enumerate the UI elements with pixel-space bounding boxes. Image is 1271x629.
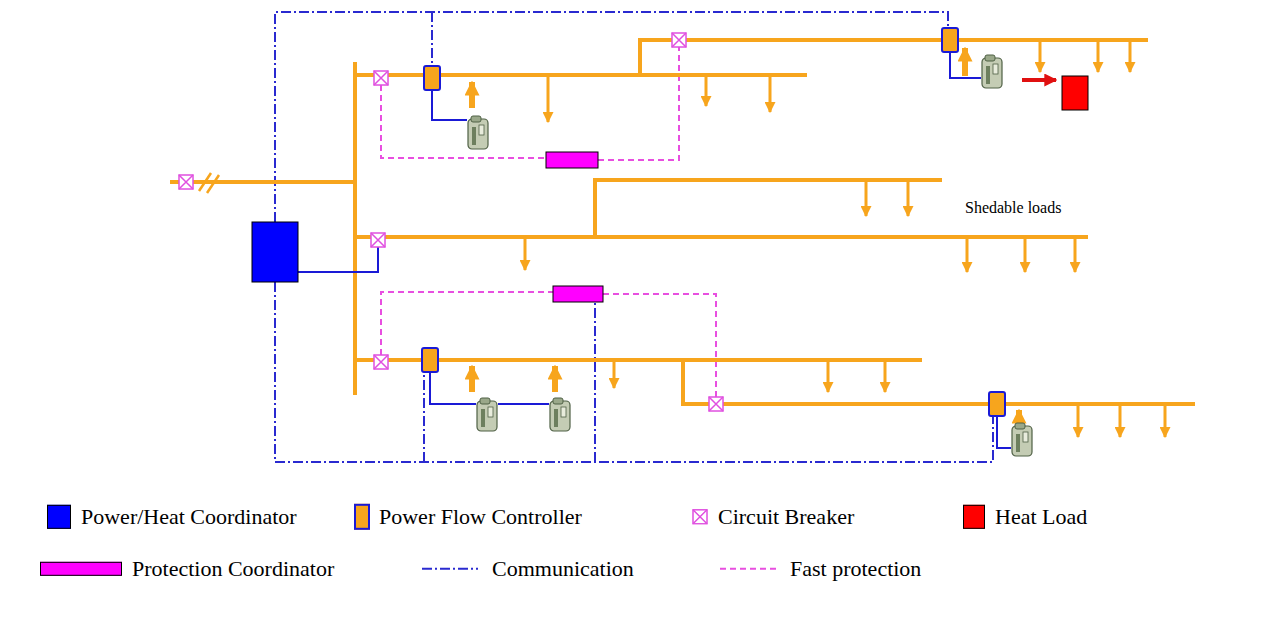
- generator-icon: [1012, 423, 1032, 456]
- heat-arrow: [1022, 78, 1056, 82]
- communication-line: [431, 12, 433, 66]
- breaker-symbol: [693, 510, 707, 524]
- feeder-line: [355, 73, 807, 77]
- fast-protection-line: [381, 292, 553, 355]
- load-arrow: [1129, 40, 1132, 72]
- legend-label: Fast protection: [790, 556, 921, 582]
- load-arrow: [907, 180, 910, 216]
- legend-item: Heat Load: [963, 504, 1087, 530]
- legend-label: Circuit Breaker: [718, 504, 854, 530]
- legend-item: Power/Heat Coordinator: [47, 504, 297, 530]
- circuit-breaker: [672, 33, 686, 47]
- main-bus: [353, 62, 357, 395]
- legend-swatch: [47, 505, 71, 529]
- legend-label: Power/Heat Coordinator: [81, 504, 297, 530]
- load-arrow: [884, 360, 887, 392]
- load-arrow: [705, 75, 708, 106]
- feeder-line: [683, 360, 1195, 404]
- legend-sample: [692, 509, 708, 525]
- legend-sample: [422, 564, 478, 574]
- circuit-breaker: [709, 397, 723, 411]
- legend-label: Communication: [492, 556, 634, 582]
- communication-line: [594, 302, 596, 462]
- feeder-line: [595, 180, 942, 237]
- communication-sample: [422, 568, 478, 570]
- load-arrow: [613, 360, 616, 388]
- load-arrow: [769, 75, 772, 112]
- load-arrow: [1039, 40, 1042, 72]
- control-wire: [298, 247, 378, 272]
- fast-protection-sample: [720, 568, 776, 570]
- circuit-breaker: [374, 355, 388, 369]
- legend-swatch: [963, 505, 985, 529]
- power-flow-controller: [424, 66, 440, 90]
- load-arrow: [827, 360, 830, 392]
- generator-icon: [468, 116, 488, 149]
- legend-label: Heat Load: [995, 504, 1087, 530]
- protection-coordinator: [546, 152, 598, 168]
- fast-protection-line: [381, 85, 546, 158]
- legend-item: Fast protection: [720, 556, 921, 582]
- load-arrow: [1097, 40, 1100, 72]
- legend-sample: [720, 564, 776, 574]
- protection-coordinator: [553, 286, 603, 302]
- legend-item: Circuit Breaker: [692, 504, 854, 530]
- power-flow-controller: [942, 28, 958, 52]
- legend-label: Power Flow Controller: [379, 504, 582, 530]
- generator-icon: [477, 398, 497, 431]
- feeder-line: [355, 235, 1088, 239]
- circuit-breaker: [179, 175, 193, 189]
- generation-arrow: [469, 82, 475, 108]
- power-flow-controller: [989, 392, 1005, 416]
- control-wire: [997, 416, 1011, 448]
- feeder-line: [640, 40, 1148, 75]
- load-arrow: [1077, 404, 1080, 437]
- control-wire: [430, 372, 476, 404]
- load-arrow: [1024, 237, 1027, 272]
- utility-symbol: [207, 175, 219, 193]
- annotation-label: Shedable loads: [965, 198, 1061, 217]
- control-wire: [498, 403, 549, 405]
- communication-line: [423, 372, 425, 462]
- fast-protection-line: [603, 294, 716, 397]
- legend-swatch: [40, 562, 122, 576]
- legend-label: Protection Coordinator: [132, 556, 334, 582]
- load-arrow: [1074, 237, 1077, 272]
- communication-line: [275, 12, 948, 222]
- load-arrow: [1164, 404, 1167, 437]
- generation-arrow: [962, 48, 968, 76]
- legend-item: Protection Coordinator: [40, 556, 334, 582]
- legend-item: Communication: [422, 556, 634, 582]
- circuit-breaker: [371, 233, 385, 247]
- legend-swatch: [354, 504, 370, 530]
- generation-arrow: [469, 366, 475, 392]
- power-flow-controller: [422, 348, 438, 372]
- legend-item: Power Flow Controller: [354, 504, 582, 530]
- generator-icon: [550, 398, 570, 431]
- generator-icon: [982, 55, 1002, 88]
- load-arrow: [1119, 404, 1122, 437]
- coordinator-box: [252, 222, 298, 282]
- feeder-line: [355, 358, 922, 362]
- breaker-symbol: [693, 510, 707, 524]
- communication-line: [275, 282, 993, 462]
- control-wire: [950, 52, 981, 78]
- generation-arrow: [552, 366, 558, 392]
- heat-load-box: [1062, 76, 1088, 110]
- load-arrow: [865, 180, 868, 216]
- load-arrow: [524, 237, 527, 270]
- load-arrow: [547, 75, 550, 122]
- load-arrow: [966, 237, 969, 272]
- circuit-breaker: [374, 71, 388, 85]
- control-wire: [432, 90, 467, 120]
- feeder-line: [170, 180, 355, 184]
